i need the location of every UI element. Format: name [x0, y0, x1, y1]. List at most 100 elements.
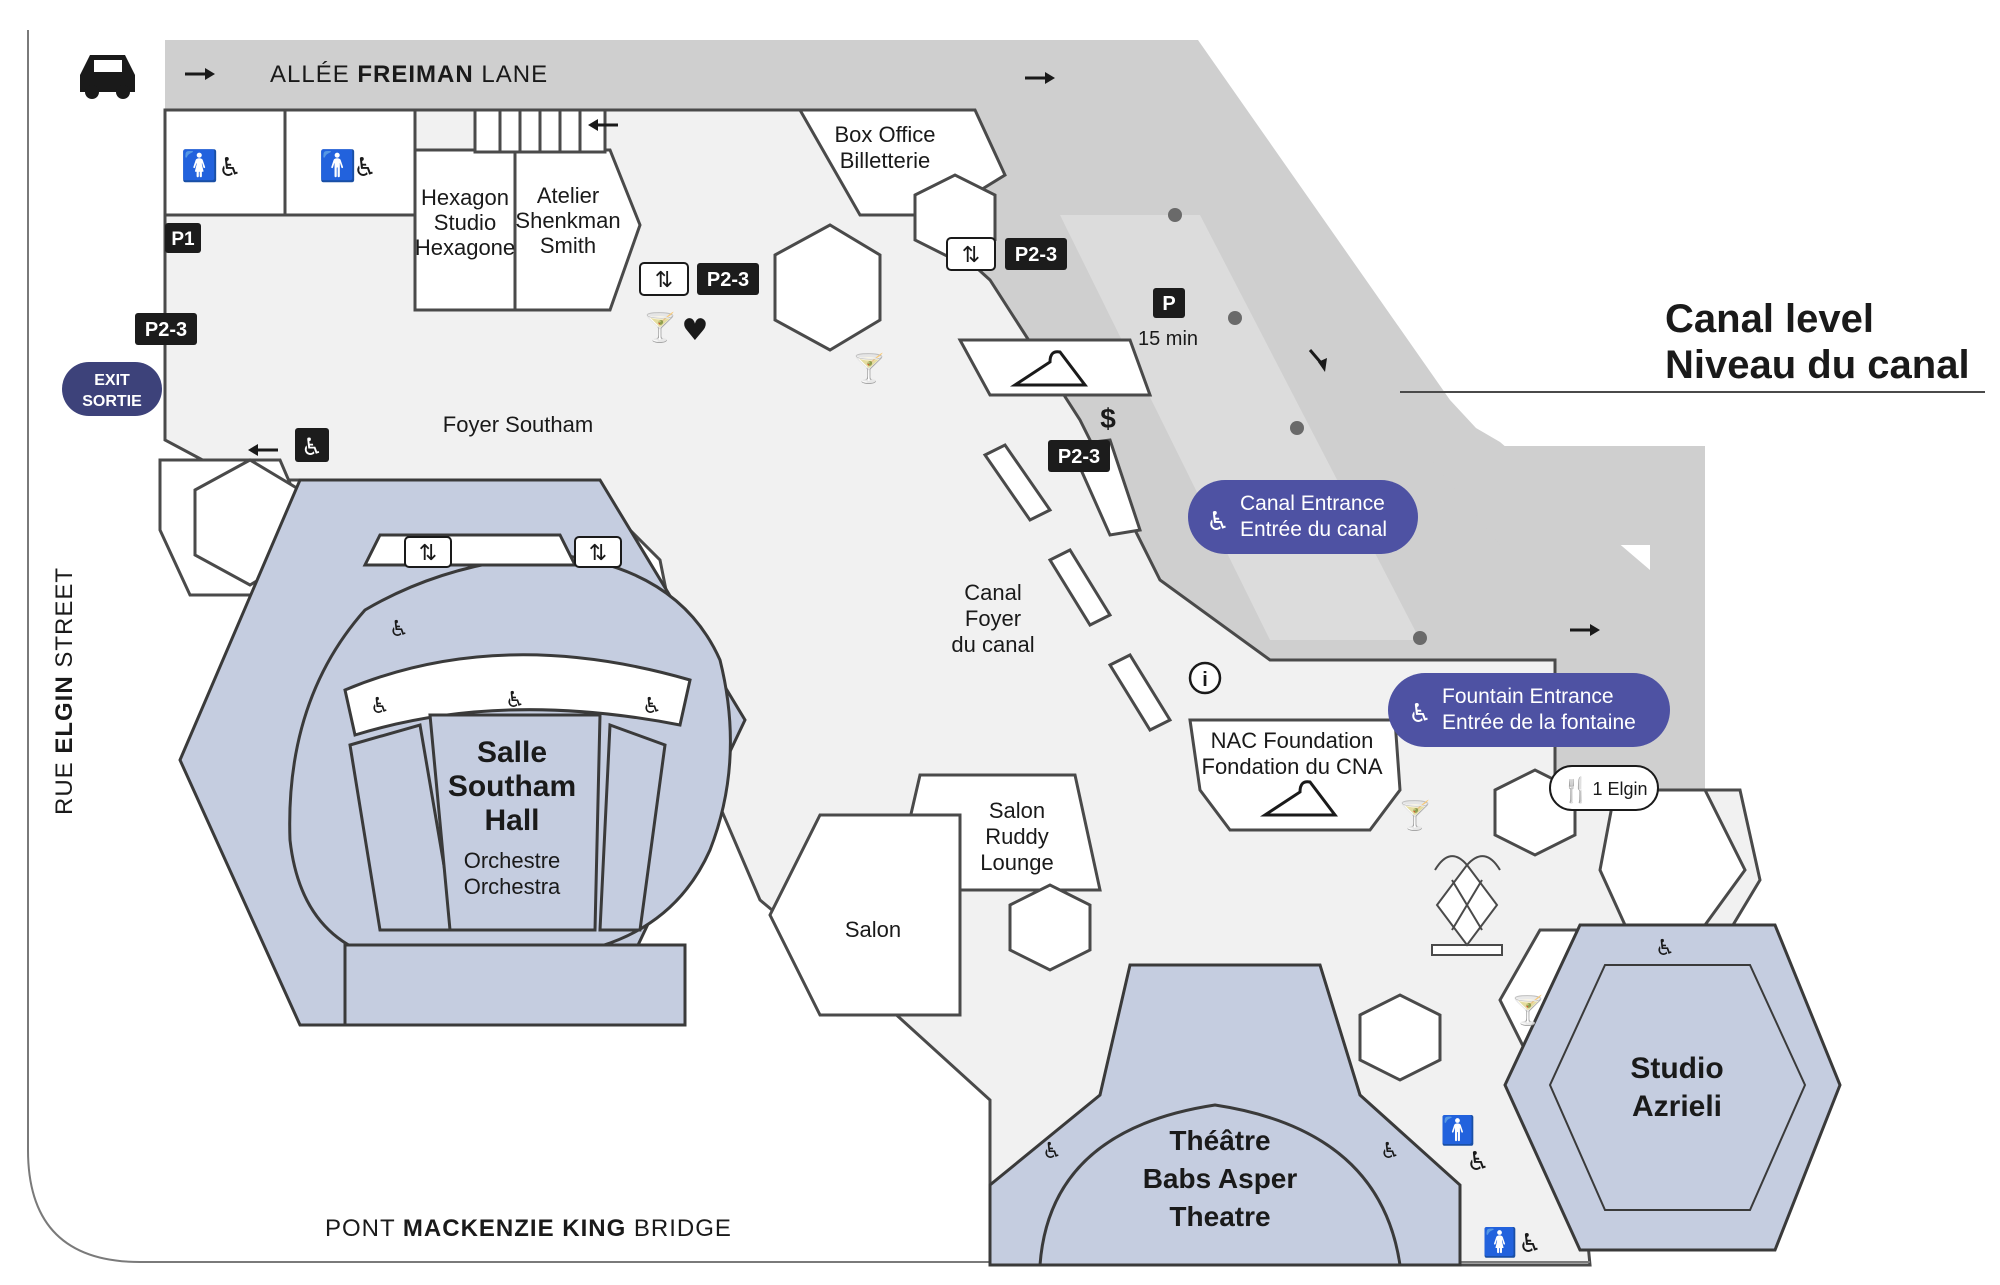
- salon-room: [768, 813, 962, 1017]
- svg-text:Canal Entrance: Canal Entrance: [1240, 492, 1385, 515]
- svg-text:Fondation du CNA: Fondation du CNA: [1202, 754, 1383, 779]
- box-office-label: Box Office Billetterie: [834, 122, 935, 173]
- level-title: Canal level Niveau du canal: [1400, 297, 1985, 393]
- svg-text:Ruddy: Ruddy: [985, 824, 1049, 849]
- svg-text:Théâtre: Théâtre: [1169, 1125, 1270, 1156]
- orchestra-label: Orchestre Orchestra: [464, 848, 561, 899]
- svg-text:♿: ♿: [1042, 1139, 1062, 1164]
- svg-text:Theatre: Theatre: [1169, 1201, 1270, 1232]
- svg-text:♿: ♿: [1655, 936, 1675, 961]
- svg-text:SORTIE: SORTIE: [82, 393, 142, 410]
- elgin-street-label: RUE ELGIN STREET: [51, 567, 78, 815]
- freiman-lane-label: ALLÉE FREIMAN LANE: [270, 61, 548, 88]
- svg-text:🍸: 🍸: [1511, 993, 1546, 1027]
- svg-text:Shenkman: Shenkman: [515, 208, 620, 233]
- svg-text:♿: ♿: [1518, 1229, 1541, 1259]
- svg-text:Canal: Canal: [964, 580, 1021, 605]
- svg-text:EXIT: EXIT: [94, 372, 130, 389]
- studio-azrieli-label: Studio Azrieli: [1630, 1052, 1723, 1123]
- salon-label: Salon: [845, 917, 901, 942]
- parking-badge-p23-box-office: P2-3: [1005, 238, 1067, 270]
- svg-text:♿: ♿: [1206, 507, 1229, 537]
- svg-text:Foyer: Foyer: [965, 606, 1021, 631]
- svg-text:🚺: 🚺: [1483, 1226, 1518, 1259]
- svg-text:♿: ♿: [642, 694, 662, 719]
- salle-southam-label: Salle Southam Hall: [448, 736, 576, 837]
- studio-azrieli: [1503, 923, 1842, 1252]
- svg-text:1 Elgin: 1 Elgin: [1592, 779, 1647, 799]
- svg-text:P2-3: P2-3: [145, 319, 187, 341]
- svg-text:P1: P1: [171, 229, 195, 250]
- stair-core-east: [1358, 993, 1442, 1082]
- bar-icon: 🍸🍸🍸 🍸: [643, 310, 1546, 1027]
- svg-text:🚺: 🚺: [181, 148, 218, 184]
- info-icon: i: [1188, 661, 1222, 695]
- svg-text:⇅: ⇅: [655, 268, 673, 293]
- svg-text:Canal level: Canal level: [1665, 297, 1874, 341]
- canal-foyer-label: Canal Foyer du canal: [951, 580, 1034, 657]
- svg-text:Lounge: Lounge: [980, 850, 1053, 875]
- svg-text:Fountain Entrance: Fountain Entrance: [1442, 685, 1614, 708]
- svg-text:♿: ♿: [370, 694, 390, 719]
- bollards: [1168, 208, 1427, 645]
- svg-text:Babs Asper: Babs Asper: [1143, 1163, 1298, 1194]
- svg-text:Entrée du canal: Entrée du canal: [1240, 518, 1387, 541]
- svg-text:♿: ♿: [389, 617, 409, 642]
- fountain-entrance-badge[interactable]: ♿ Fountain Entrance Entrée de la fontain…: [1388, 673, 1670, 747]
- babs-asper-theatre: [988, 963, 1462, 1267]
- svg-text:♿: ♿: [301, 433, 323, 461]
- atelier-label: Atelier Shenkman Smith: [515, 183, 620, 258]
- svg-text:Hall: Hall: [484, 804, 539, 837]
- svg-text:🍸: 🍸: [643, 310, 678, 344]
- defibrillator-icon: ♥: [682, 313, 709, 348]
- svg-text:P2-3: P2-3: [1015, 244, 1057, 266]
- svg-text:NAC Foundation: NAC Foundation: [1211, 728, 1374, 753]
- svg-text:Atelier: Atelier: [537, 183, 599, 208]
- stair-core-salon: [1008, 883, 1092, 972]
- svg-text:i: i: [1202, 669, 1208, 691]
- elevator-icon: [404, 237, 996, 568]
- svg-text:P: P: [1162, 293, 1175, 315]
- canal-entrance-badge[interactable]: ♿ Canal Entrance Entrée du canal: [1188, 480, 1418, 554]
- svg-text:⇅: ⇅: [589, 541, 607, 566]
- svg-text:♿: ♿: [353, 153, 376, 183]
- svg-text:⇅: ⇅: [419, 541, 437, 566]
- stair-core-north: [773, 223, 882, 352]
- svg-text:♿: ♿: [1408, 699, 1431, 729]
- foyer-southam-label: Foyer Southam: [443, 412, 593, 437]
- short-term-parking: P 15 min: [1138, 288, 1198, 350]
- svg-text:Hexagon: Hexagon: [421, 185, 509, 210]
- mackenzie-king-bridge-label: PONT MACKENZIE KING BRIDGE: [325, 1215, 732, 1242]
- svg-text:♿: ♿: [1466, 1147, 1489, 1177]
- babs-asper-label: Théâtre Babs Asper Theatre: [1143, 1125, 1298, 1232]
- svg-text:P2-3: P2-3: [707, 269, 749, 291]
- svg-text:Studio: Studio: [434, 210, 496, 235]
- svg-text:Orchestre: Orchestre: [464, 848, 561, 873]
- women-washroom: [163, 108, 287, 217]
- svg-text:♿: ♿: [1380, 1139, 1400, 1164]
- fountain-icon: [1431, 855, 1503, 956]
- hexagon-studio-label: Hexagon Studio Hexagone: [415, 185, 515, 260]
- svg-text:🍸: 🍸: [1398, 798, 1433, 832]
- svg-text:Entrée de la fontaine: Entrée de la fontaine: [1442, 711, 1636, 734]
- svg-text:🍴: 🍴: [1561, 776, 1591, 804]
- svg-text:Box Office: Box Office: [834, 122, 935, 147]
- svg-text:Southam: Southam: [448, 770, 576, 803]
- svg-text:Niveau du canal: Niveau du canal: [1665, 343, 1970, 387]
- svg-text:Billetterie: Billetterie: [840, 148, 930, 173]
- car-icon: [80, 55, 135, 99]
- southam-hall: [178, 478, 747, 1027]
- svg-text:♿: ♿: [218, 153, 241, 183]
- parking-badge-p23-canal: P2-3: [1048, 440, 1110, 472]
- restaurant-badge[interactable]: 🍴 1 Elgin: [1549, 765, 1659, 811]
- wheelchair-access-badge: ♿: [295, 428, 329, 462]
- svg-text:Azrieli: Azrieli: [1632, 1090, 1722, 1123]
- washroom-people-icon: 🚺🚹 🚹🚺: [181, 148, 1517, 1259]
- wheelchair-icon: ♿ ♿ ♿ ♿ ♿ ♿ ♿ ♿ ♿ ♿ ♿: [218, 153, 1675, 1259]
- nac-foundation-label: NAC Foundation Fondation du CNA: [1202, 728, 1383, 779]
- exit-badge[interactable]: EXIT SORTIE: [62, 362, 162, 416]
- svg-text:⇅: ⇅: [962, 243, 980, 268]
- svg-text:Studio: Studio: [1630, 1052, 1723, 1085]
- atm-icon: $: [1100, 403, 1116, 434]
- svg-text:Salle: Salle: [477, 736, 547, 769]
